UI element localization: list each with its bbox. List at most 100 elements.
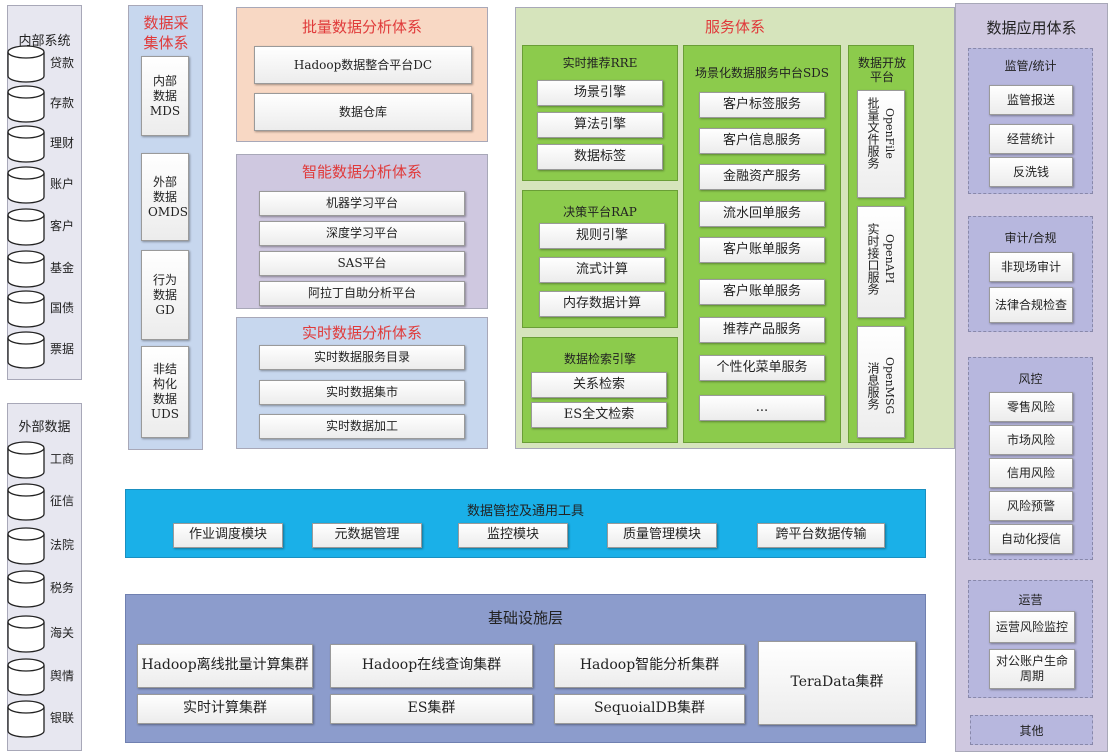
- openapi-label: 实时接口服务: [866, 223, 880, 295]
- sds-title: 场景化数据服务中台SDS: [694, 66, 830, 80]
- search-engine-panel: 数据检索引擎 关系检索 ES全文检索: [522, 337, 678, 443]
- infra-hadoop-batch[interactable]: Hadoop离线批量计算集群: [137, 644, 313, 688]
- app-item[interactable]: 经营统计: [989, 124, 1073, 154]
- infra-hadoop-smart[interactable]: Hadoop智能分析集群: [554, 644, 745, 688]
- app-item[interactable]: 零售风险: [989, 392, 1073, 422]
- app-item[interactable]: 非现场审计: [989, 252, 1073, 282]
- batch-analysis-panel: 批量数据分析体系 Hadoop数据整合平台DC 数据仓库: [236, 7, 488, 142]
- db-tax: 税务: [6, 569, 88, 609]
- app-group-other[interactable]: 其他: [970, 715, 1093, 745]
- app-item[interactable]: 信用风险: [989, 458, 1073, 488]
- service-panel: 服务体系 实时推荐RRE 场景引擎 算法引擎 数据标签 决策平台RAP 规则引擎…: [515, 7, 955, 449]
- search-item[interactable]: ES全文检索: [531, 402, 667, 428]
- app-item[interactable]: 运营风险监控: [989, 611, 1075, 643]
- sds-item[interactable]: 流水回单服务: [699, 201, 825, 227]
- app-item[interactable]: 对公账户生命周期: [989, 649, 1075, 689]
- sds-item[interactable]: 推荐产品服务: [699, 317, 825, 343]
- infra-hadoop-online[interactable]: Hadoop在线查询集群: [330, 644, 533, 688]
- smart-item-sas[interactable]: SAS平台: [259, 251, 465, 276]
- db-label: 贷款: [50, 56, 75, 70]
- db-public-opinion: 舆情: [6, 657, 88, 697]
- infra-realtime-cluster[interactable]: 实时计算集群: [137, 694, 313, 724]
- collection-uds[interactable]: 非结构化数据UDS: [141, 346, 189, 438]
- sds-item[interactable]: 个性化菜单服务: [699, 355, 825, 381]
- gov-monitoring[interactable]: 监控模块: [458, 523, 568, 548]
- rap-item[interactable]: 规则引擎: [539, 223, 665, 249]
- db-customs: 海关: [6, 614, 88, 654]
- collection-gd[interactable]: 行为数据GD: [141, 250, 189, 340]
- app-item[interactable]: 风险预警: [989, 491, 1073, 521]
- db-bond: 国债: [6, 289, 88, 329]
- service-title: 服务体系: [704, 18, 765, 36]
- app-item[interactable]: 自动化授信: [989, 524, 1073, 554]
- batch-analysis-title: 批量数据分析体系: [301, 18, 422, 36]
- gov-metadata[interactable]: 元数据管理: [312, 523, 422, 548]
- app-group-title: 风控: [1018, 372, 1043, 386]
- db-label: 客户: [50, 219, 75, 233]
- open-platform-panel: 数据开放平台 OpenFile 批量文件服务 OpenAPI 实时接口服务 Op…: [848, 45, 914, 443]
- openmsg-name: OpenMSG: [883, 357, 896, 415]
- app-group-title: 运营: [1018, 593, 1043, 607]
- rap-item[interactable]: 内存数据计算: [539, 291, 665, 317]
- app-item[interactable]: 市场风险: [989, 425, 1073, 455]
- gov-transfer[interactable]: 跨平台数据传输: [757, 523, 885, 548]
- app-item[interactable]: 监管报送: [989, 85, 1073, 115]
- data-application-title: 数据应用体系: [986, 19, 1077, 37]
- openmsg-box[interactable]: OpenMSG 消息服务: [857, 326, 905, 438]
- governance-title: 数据管控及通用工具: [466, 504, 584, 519]
- collection-label: 非结构化数据UDS: [151, 362, 179, 421]
- infra-sequoiadb-cluster[interactable]: SequoialDB集群: [554, 694, 745, 724]
- rre-item[interactable]: 算法引擎: [537, 112, 663, 138]
- governance-panel: 数据管控及通用工具 作业调度模块 元数据管理 监控模块 质量管理模块 跨平台数据…: [125, 489, 926, 558]
- sds-item[interactable]: 金融资产服务: [699, 164, 825, 190]
- app-item[interactable]: 反洗钱: [989, 157, 1073, 187]
- collection-mds[interactable]: 内部数据MDS: [141, 56, 189, 136]
- smart-item-dl[interactable]: 深度学习平台: [259, 221, 465, 246]
- db-label: 征信: [50, 494, 75, 508]
- sds-item[interactable]: 客户账单服务: [699, 237, 825, 263]
- realtime-item-mart[interactable]: 实时数据集市: [259, 380, 465, 405]
- sds-item-more[interactable]: ...: [699, 395, 825, 421]
- infra-teradata-cluster[interactable]: TeraData集群: [758, 641, 916, 725]
- infra-es-cluster[interactable]: ES集群: [330, 694, 533, 724]
- collection-omds[interactable]: 外部数据OMDS: [141, 153, 189, 241]
- rre-item[interactable]: 数据标签: [537, 144, 663, 170]
- sds-panel: 场景化数据服务中台SDS 客户标签服务 客户信息服务 金融资产服务 流水回单服务…: [683, 45, 841, 443]
- db-label: 票据: [50, 342, 75, 356]
- smart-item-ml[interactable]: 机器学习平台: [259, 191, 465, 216]
- realtime-item-catalog[interactable]: 实时数据服务目录: [259, 345, 465, 370]
- open-platform-title: 数据开放平台: [857, 56, 906, 84]
- db-label: 银联: [50, 711, 75, 725]
- db-label: 存款: [50, 96, 75, 110]
- database-icon: [7, 166, 45, 204]
- app-group-regulatory: 监管/统计 监管报送 经营统计 反洗钱: [968, 48, 1093, 194]
- rap-item[interactable]: 流式计算: [539, 257, 665, 283]
- batch-item-dc[interactable]: Hadoop数据整合平台DC: [254, 46, 472, 84]
- rre-item[interactable]: 场景引擎: [537, 80, 663, 106]
- db-label: 账户: [50, 177, 75, 191]
- internal-systems-title: 内部系统: [18, 34, 71, 49]
- search-item[interactable]: 关系检索: [531, 372, 667, 398]
- app-item[interactable]: 法律合规检查: [989, 287, 1073, 323]
- db-label: 舆情: [50, 669, 75, 683]
- infrastructure-panel: 基础设施层 Hadoop离线批量计算集群 Hadoop在线查询集群 Hadoop…: [125, 594, 926, 743]
- openapi-name: OpenAPI: [883, 234, 896, 284]
- smart-item-aladdin[interactable]: 阿拉丁自助分析平台: [259, 281, 465, 306]
- batch-item-dw[interactable]: 数据仓库: [254, 93, 472, 131]
- sds-item[interactable]: 客户信息服务: [699, 128, 825, 154]
- realtime-item-processing[interactable]: 实时数据加工: [259, 414, 465, 439]
- rap-title: 决策平台RAP: [563, 205, 637, 219]
- sds-item[interactable]: 客户账单服务: [699, 279, 825, 305]
- gov-quality[interactable]: 质量管理模块: [607, 523, 717, 548]
- database-icon: [7, 250, 45, 288]
- rre-title: 实时推荐RRE: [562, 56, 638, 70]
- db-label: 税务: [50, 581, 75, 595]
- db-credit: 征信: [6, 482, 88, 522]
- data-application-panel: 数据应用体系 监管/统计 监管报送 经营统计 反洗钱 审计/合规 非现场审计 法…: [955, 3, 1108, 752]
- gov-job-scheduling[interactable]: 作业调度模块: [173, 523, 283, 548]
- openfile-box[interactable]: OpenFile 批量文件服务: [857, 90, 905, 198]
- openapi-box[interactable]: OpenAPI 实时接口服务: [857, 206, 905, 318]
- sds-item[interactable]: 客户标签服务: [699, 92, 825, 118]
- database-icon: [7, 125, 45, 163]
- data-collection-panel: 数据采集体系 内部数据MDS 外部数据OMDS 行为数据GD 非结构化数据UDS: [128, 5, 203, 450]
